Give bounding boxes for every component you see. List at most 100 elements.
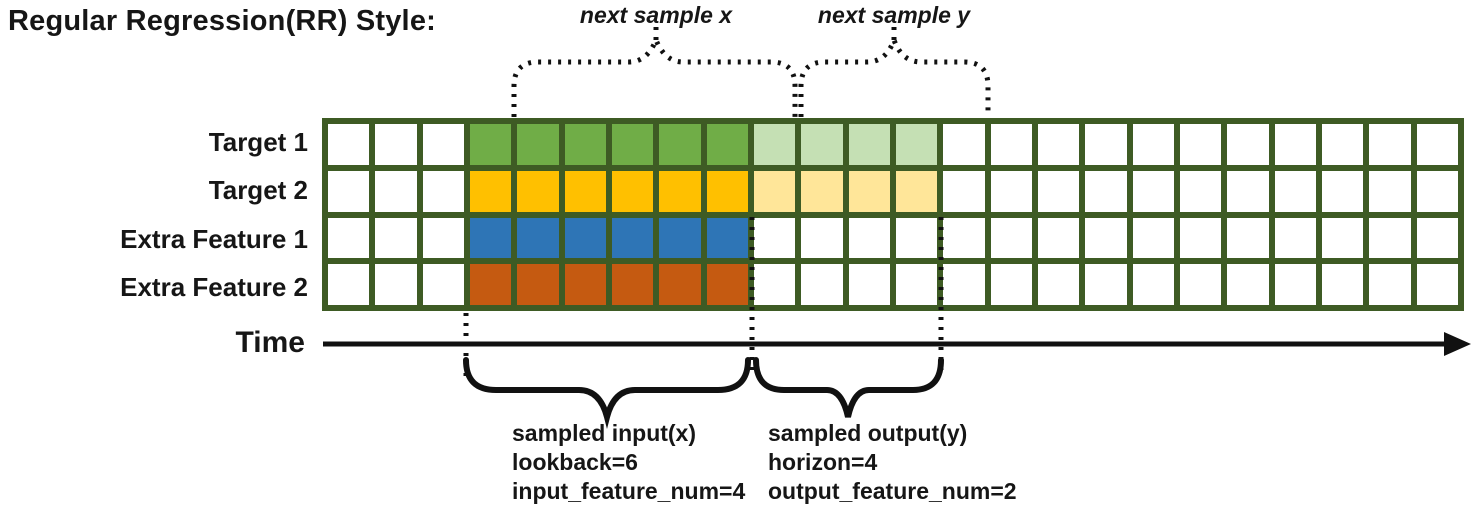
grid-cell: [1369, 170, 1411, 212]
grid-cell: [1274, 170, 1316, 212]
grid-cell: [564, 217, 606, 259]
grid-cell: [1179, 217, 1222, 259]
grid-cell: [1085, 170, 1127, 212]
grid-cell: [943, 124, 985, 165]
row-label-extra-feature1: Extra Feature 1: [120, 223, 308, 254]
grid-cell: [753, 264, 796, 305]
sampled-input-brace: [463, 357, 751, 429]
page-title: Regular Regression(RR) Style:: [8, 5, 436, 37]
grid-cell: [801, 217, 843, 259]
grid-cell: [1416, 217, 1458, 259]
horizon-line: horizon=4: [768, 449, 878, 475]
grid-cell: [895, 124, 938, 165]
grid-cell: [422, 124, 464, 165]
grid-cell: [1369, 124, 1411, 165]
grid-cell: [517, 170, 559, 212]
grid-cell: [328, 124, 370, 165]
row-label-target2: Target 2: [208, 175, 308, 205]
grid-cell: [517, 217, 559, 259]
grid-cell: [328, 170, 370, 212]
grid-cell: [1227, 170, 1269, 212]
time-axis-arrowhead-icon: [1444, 332, 1471, 356]
grid-cell: [1321, 124, 1364, 165]
grid-cell: [1274, 264, 1316, 305]
sampled-output-line: sampled output(y): [768, 420, 968, 446]
sample-grid: [322, 118, 1464, 311]
grid-cell: [469, 170, 512, 212]
grid-cell: [328, 264, 370, 305]
next-sample-x-brace: [511, 33, 798, 117]
grid-cell: [611, 264, 654, 305]
grid-cell: [943, 217, 985, 259]
grid-cell: [1416, 170, 1458, 212]
grid-cell: [990, 124, 1032, 165]
grid-cell: [848, 170, 890, 212]
grid-cell: [801, 170, 843, 212]
sampled-input-annotation: sampled input(x) lookback=6 input_featur…: [512, 419, 745, 506]
grid-cell: [1179, 170, 1222, 212]
grid-cell: [706, 264, 748, 305]
sampled-output-annotation: sampled output(y) horizon=4 output_featu…: [768, 419, 1017, 506]
grid-cell: [1369, 264, 1411, 305]
grid-cell: [564, 124, 606, 165]
grid-cell: [1179, 124, 1222, 165]
sampled-input-line: sampled input(x): [512, 420, 697, 446]
grid-cell: [895, 170, 938, 212]
grid-cell: [611, 170, 654, 212]
next-sample-x-label: next sample x: [579, 2, 733, 28]
grid-cell: [375, 124, 417, 165]
grid-cell: [1321, 170, 1364, 212]
grid-cell: [706, 124, 748, 165]
grid-cell: [753, 217, 796, 259]
grid-cell: [706, 217, 748, 259]
grid-cell: [1227, 217, 1269, 259]
grid-cell: [422, 217, 464, 259]
grid-cell: [1085, 264, 1127, 305]
grid-cell: [706, 170, 748, 212]
grid-cell: [990, 217, 1032, 259]
grid-cell: [753, 170, 796, 212]
grid-cell: [1416, 264, 1458, 305]
grid-cell: [801, 264, 843, 305]
sampled-output-brace: [753, 357, 944, 418]
grid-cell: [469, 217, 512, 259]
grid-cell: [1132, 124, 1174, 165]
row-label-target1: Target 1: [208, 127, 308, 157]
grid-cell: [328, 217, 370, 259]
grid-cell: [895, 217, 938, 259]
grid-cell: [469, 124, 512, 165]
grid-cell: [422, 264, 464, 305]
grid-cell: [517, 264, 559, 305]
grid-cell: [895, 264, 938, 305]
next-sample-y-brace: [798, 32, 991, 117]
grid-cell: [943, 170, 985, 212]
grid-cell: [659, 170, 701, 212]
grid-cell: [422, 170, 464, 212]
grid-cell: [375, 217, 417, 259]
grid-cell: [1037, 264, 1080, 305]
grid-cell: [1132, 170, 1174, 212]
grid-cell: [564, 170, 606, 212]
grid-cell: [753, 124, 796, 165]
grid-cell: [1037, 124, 1080, 165]
row-label-extra-feature2: Extra Feature 2: [120, 271, 308, 302]
grid-cell: [1179, 264, 1222, 305]
grid-cell: [1369, 217, 1411, 259]
grid-cell: [1274, 217, 1316, 259]
grid-cell: [375, 170, 417, 212]
grid-cell: [943, 264, 985, 305]
next-sample-y-label: next sample y: [817, 2, 971, 28]
grid-cell: [659, 217, 701, 259]
grid-cell: [375, 264, 417, 305]
grid-cell: [611, 124, 654, 165]
output-feature-line: output_feature_num=2: [768, 478, 1017, 504]
grid-cell: [1274, 124, 1316, 165]
grid-cell: [469, 264, 512, 305]
grid-cell: [1132, 217, 1174, 259]
grid-cell: [1037, 170, 1080, 212]
grid-cell: [1037, 217, 1080, 259]
grid-cell: [1227, 264, 1269, 305]
grid-cell: [564, 264, 606, 305]
grid-cell: [1321, 264, 1364, 305]
grid-cell: [1085, 124, 1127, 165]
